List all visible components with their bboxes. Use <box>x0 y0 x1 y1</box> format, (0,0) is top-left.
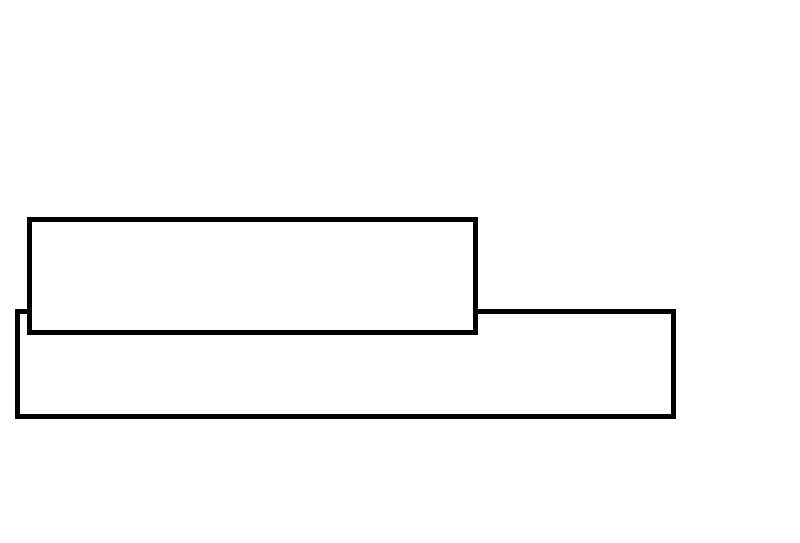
front-top-rectangle <box>27 217 478 335</box>
